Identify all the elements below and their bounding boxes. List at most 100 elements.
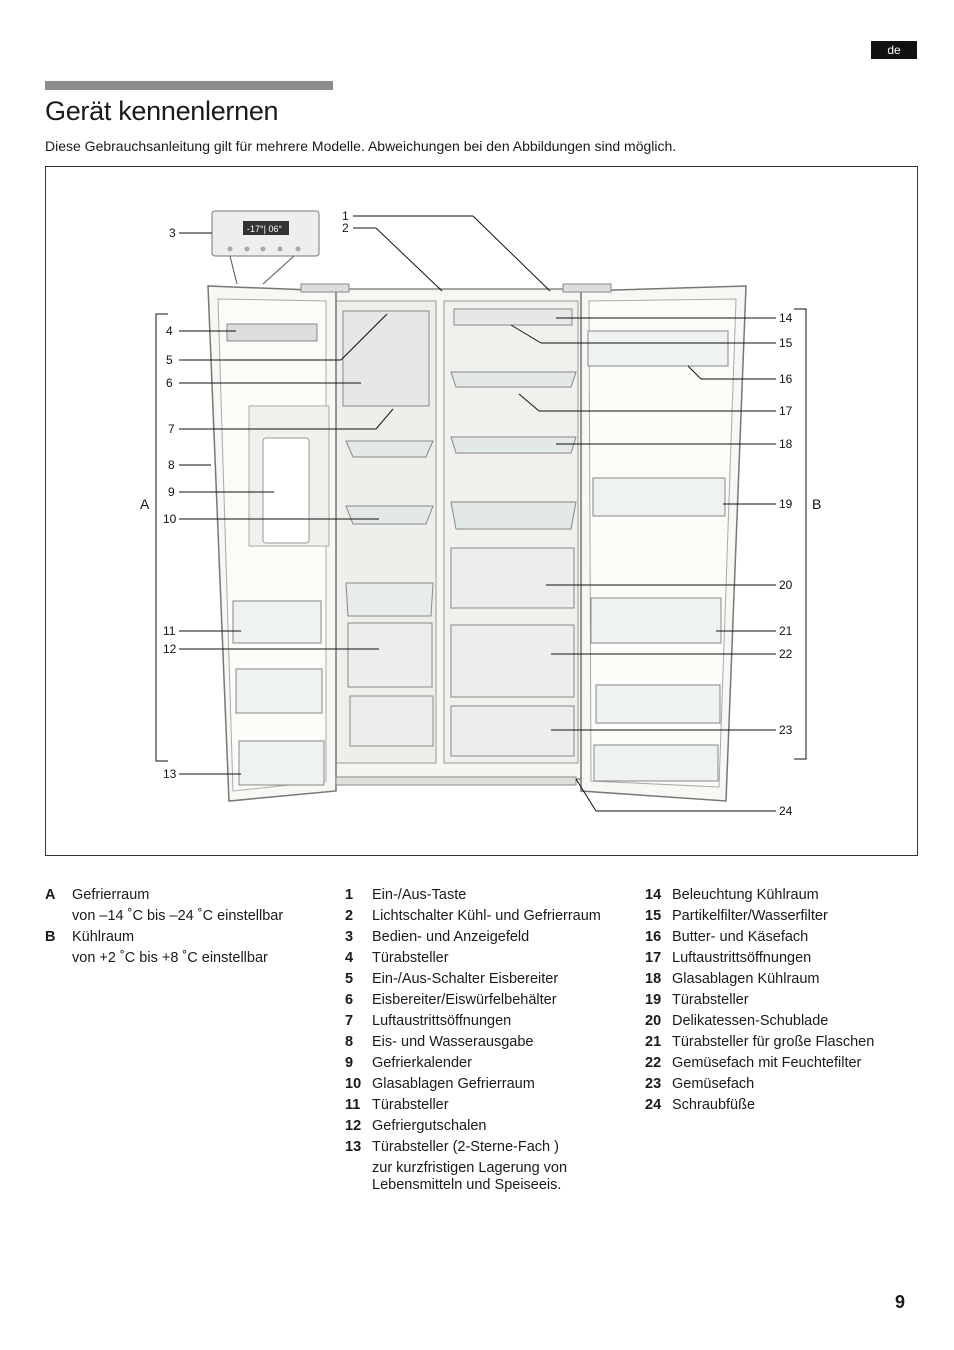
legend-item: 9 Gefrierkalender [345,1055,630,1072]
callout-10: 10 [163,512,177,526]
section-name-a: Gefrierraum [72,887,150,903]
legend-number: 15 [645,908,662,924]
callout-23: 23 [779,723,793,737]
callout-2: 2 [342,221,349,235]
title-accent-bar [45,81,333,90]
legend-number: 4 [345,950,354,966]
legend-text: Ein-/Aus-Taste [372,887,467,903]
legend-number: 12 [345,1118,362,1134]
legend-text: Butter- und Käsefach [672,929,809,945]
callout-12: 12 [163,642,177,656]
legend-text: Lichtschalter Kühl- und Gefrierraum [372,908,601,924]
legend-number: 10 [345,1076,362,1092]
legend-number: 22 [645,1055,662,1071]
legend-text: Gefrierkalender [372,1055,472,1071]
callout-8: 8 [168,458,175,472]
page-number: 9 [895,1292,906,1312]
legend-number: 19 [645,992,662,1008]
section-key-b: B [45,929,56,945]
legend-text: Türabsteller [672,992,749,1008]
appliance-figure: -17°| 06° [45,166,918,856]
legend-number: 3 [345,929,354,945]
legend-number: 14 [645,887,662,903]
section-name-b: Kühlraum [72,929,135,945]
section-label-b: B [812,496,821,512]
callout-18: 18 [779,437,793,451]
legend-text: Luftaustrittsöffnungen [372,1013,512,1029]
legend-item: 4 Türabsteller [345,950,630,967]
legend-note: zur kurzfristigen Lagerung von Lebensmit… [372,1160,568,1193]
intro-text: Diese Gebrauchsanleitung gilt für mehrer… [45,138,677,154]
legend-item: 12 Gefriergutschalen [345,1118,630,1135]
legend-text: Delikatessen-Schublade [672,1013,829,1029]
callout-6: 6 [166,376,173,390]
callout-7: 7 [168,422,175,436]
legend-number: 23 [645,1076,662,1092]
callout-15: 15 [779,336,793,350]
legend-text: Gefriergutschalen [372,1118,487,1134]
legend-item: 5 Ein-/Aus-Schalter Eisbereiter [345,971,630,988]
legend-item: 13 Türabsteller (2-Sterne-Fach ) [345,1139,630,1156]
callout-24: 24 [779,804,793,818]
section-key-a: A [45,887,56,903]
legend-text: Glasablagen Gefrierraum [372,1076,535,1092]
callout-21: 21 [779,624,793,638]
section-detail-b: von +2 ˚C bis +8 ˚C einstellbar [72,950,268,966]
callout-17: 17 [779,404,793,418]
legend-number: 9 [345,1055,354,1071]
callout-16: 16 [779,372,793,386]
legend-item: 14 Beleuchtung Kühlraum [645,887,915,904]
legend-number: 17 [645,950,662,966]
callout-13: 13 [163,767,177,781]
callout-3: 3 [169,226,176,240]
callout-9: 9 [168,485,175,499]
callout-20: 20 [779,578,793,592]
legend-text: Türabsteller (2-Sterne-Fach ) [372,1139,559,1155]
callout-1: 1 [342,209,349,223]
section-label-a: A [140,496,150,512]
legend-item: 16 Butter- und Käsefach [645,929,915,946]
page-title: Gerät kennenlernen [45,96,279,126]
legend-text: Beleuchtung Kühlraum [672,887,819,903]
fridge-illustration: -17°| 06° [140,209,821,818]
callout-5: 5 [166,353,173,367]
section-detail-a: von –14 ˚C bis –24 ˚C einstellbar [72,908,284,924]
legend-item: 21 Türabsteller für große Flaschen [645,1034,915,1051]
legend-number: 6 [345,992,354,1008]
display-readout: -17°| 06° [247,224,282,234]
legend-item: 7 Luftaustrittsöffnungen [345,1013,630,1030]
legend-item: 10 Glasablagen Gefrierraum [345,1076,630,1093]
legend-text: Türabsteller für große Flaschen [672,1034,875,1050]
legend-text: Ein-/Aus-Schalter Eisbereiter [372,971,559,987]
legend-text: Glasablagen Kühlraum [672,971,820,987]
legend-number: 13 [345,1139,362,1155]
legend-text: Bedien- und Anzeigefeld [372,929,530,945]
sections-legend: A Gefrierraum von –14 ˚C bis –24 ˚C einst… [45,887,335,971]
callout-22: 22 [779,647,793,661]
legend-number: 16 [645,929,662,945]
legend-text: Türabsteller [372,1097,449,1113]
legend-number: 21 [645,1034,662,1050]
callout-14: 14 [779,311,793,325]
language-badge: de [871,41,917,59]
callout-4: 4 [166,324,173,338]
legend-number: 8 [345,1034,354,1050]
callout-19: 19 [779,497,793,511]
legend-item: 19 Türabsteller [645,992,915,1009]
legend-number: 5 [345,971,354,987]
legend-text: Schraubfüße [672,1097,756,1113]
legend-number: 7 [345,1013,354,1029]
legend-text: Türabsteller [372,950,449,966]
